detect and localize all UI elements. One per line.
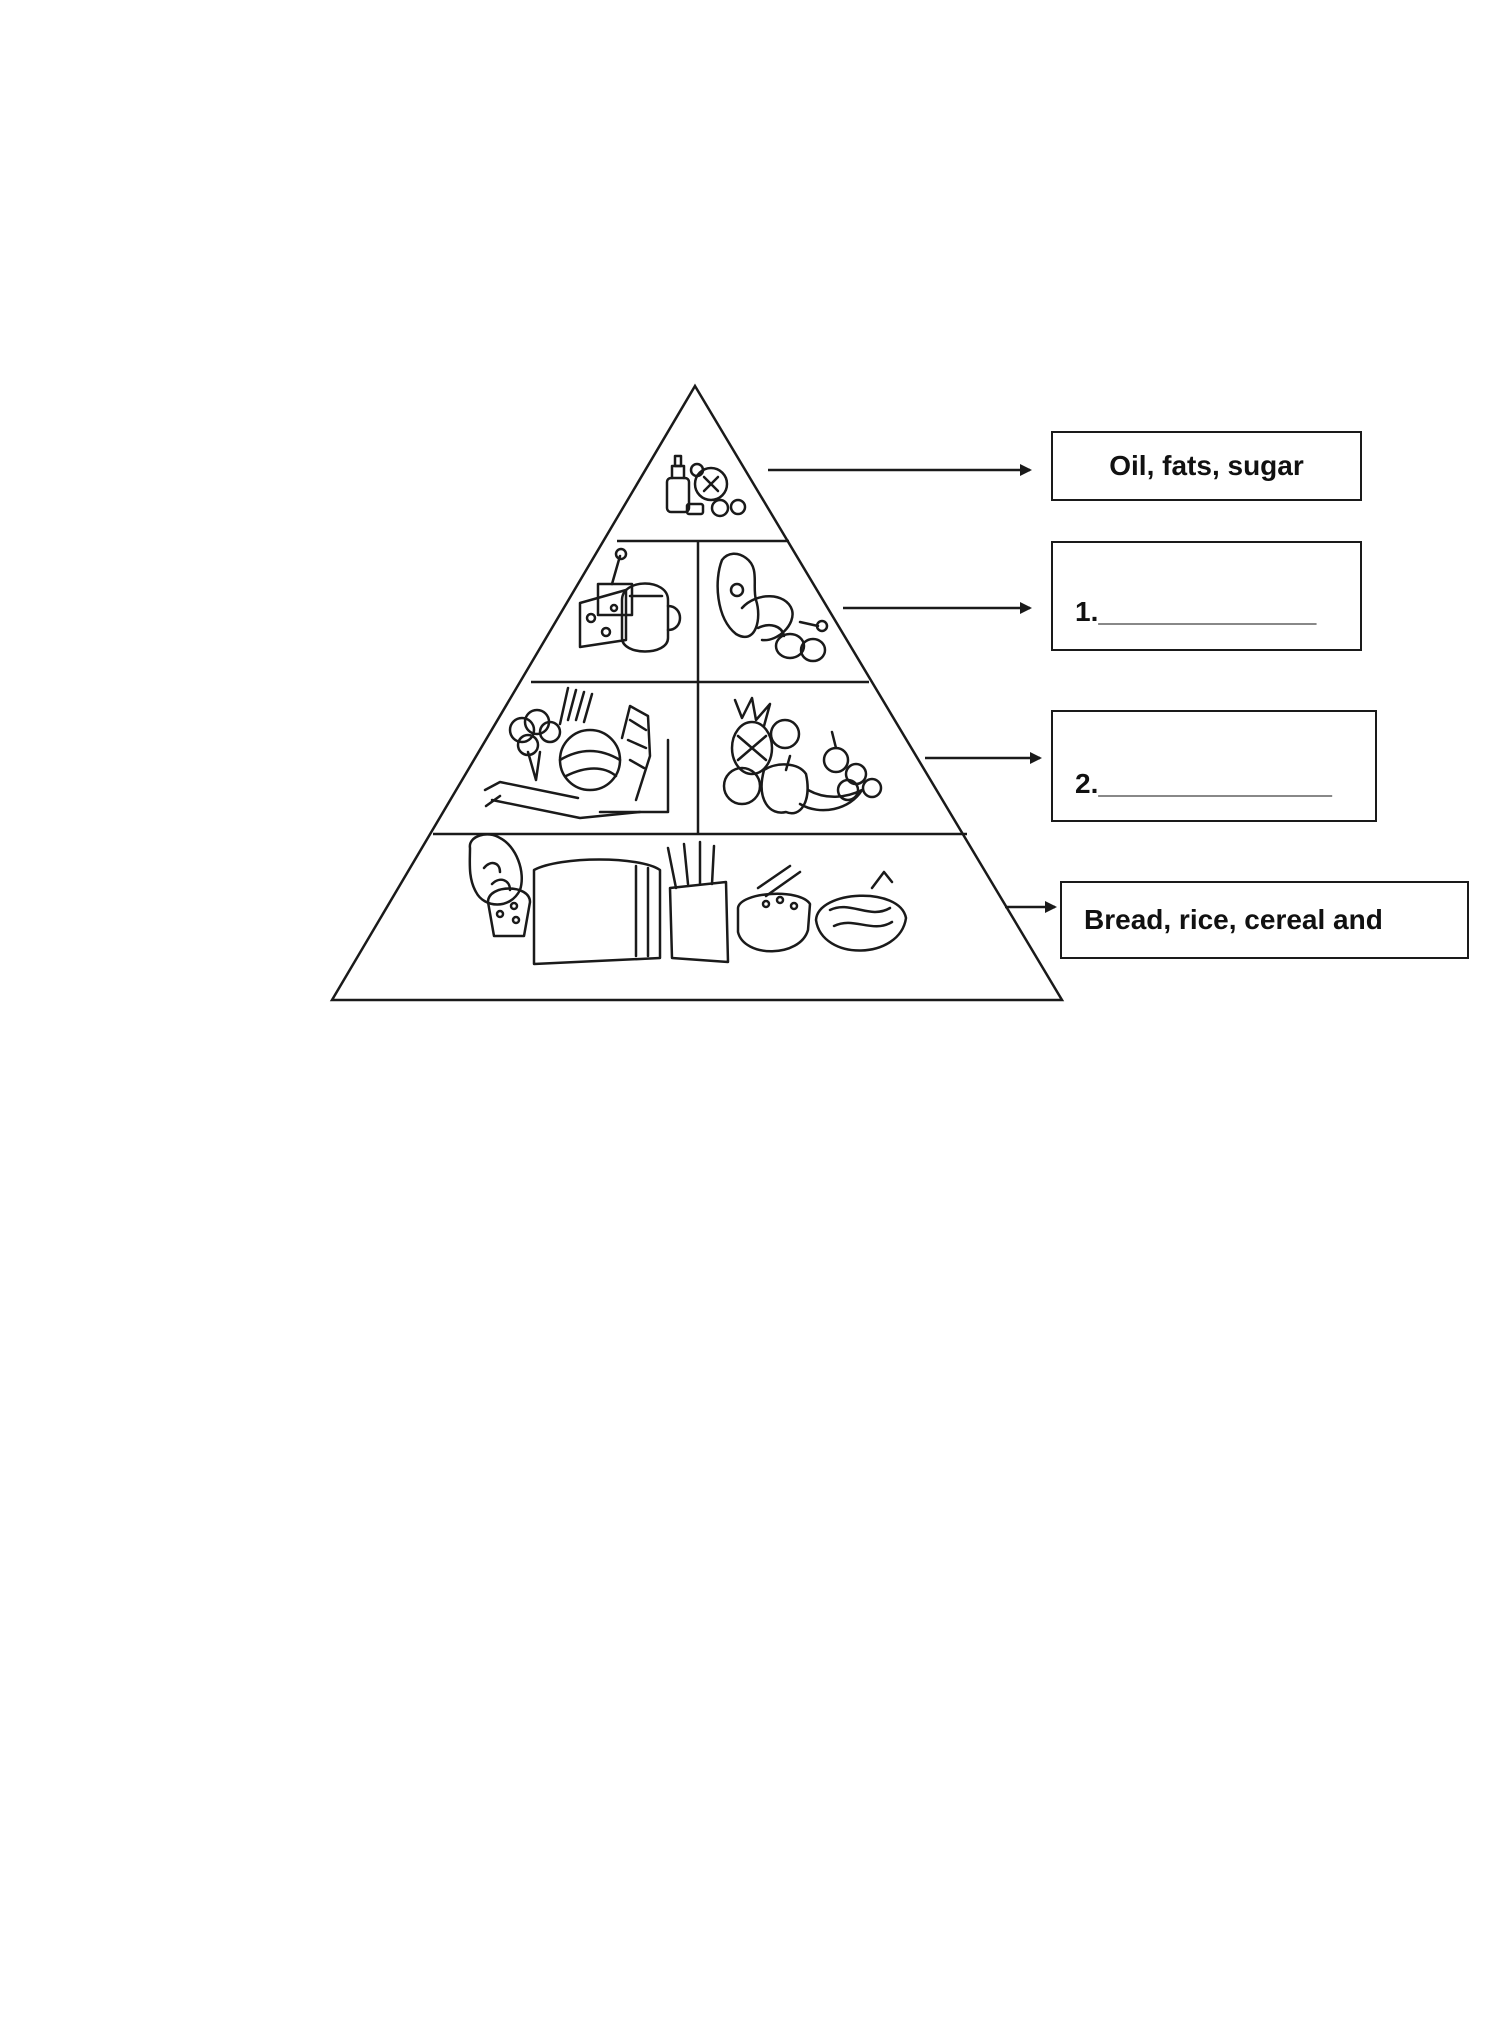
label-box-top: Oil, fats, sugar — [1051, 431, 1362, 501]
fruits-icon — [722, 696, 883, 815]
pyramid-outline — [329, 383, 1065, 1002]
label-box-base: Bread, rice, cereal and — [1060, 881, 1469, 959]
label-third-text: 2._______________ — [1075, 768, 1332, 799]
dairy-icon — [578, 547, 682, 653]
vegetables-icon — [483, 686, 670, 820]
label-box-second[interactable]: 1.______________ — [1051, 541, 1362, 651]
label-top-text: Oil, fats, sugar — [1109, 450, 1304, 481]
meat-fish-eggs-icon — [716, 552, 829, 663]
bread-grains-icon — [468, 833, 908, 966]
fats-oils-sweets-icon — [665, 454, 747, 518]
label-box-third[interactable]: 2._______________ — [1051, 710, 1377, 822]
label-base-text: Bread, rice, cereal and — [1084, 904, 1383, 935]
label-second-text: 1.______________ — [1075, 596, 1317, 627]
arrows — [768, 464, 1057, 913]
